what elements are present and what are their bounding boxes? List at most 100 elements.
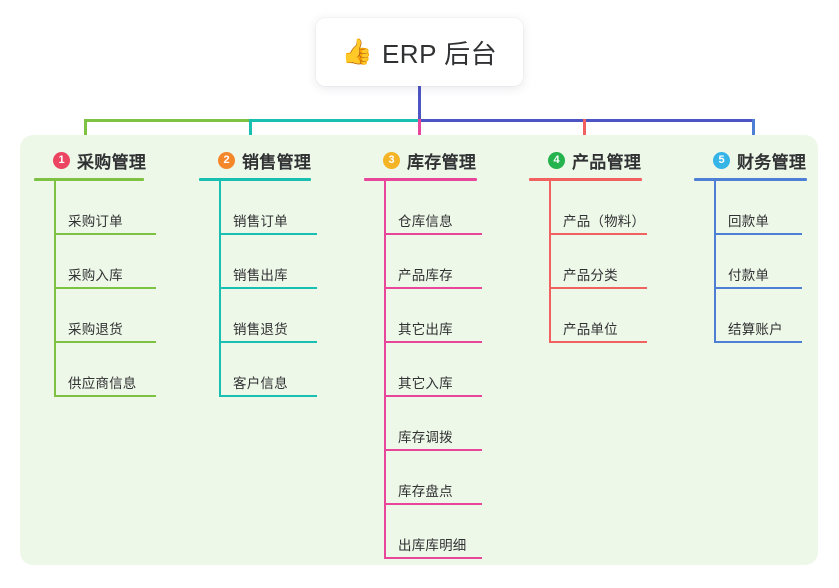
branch-item-list: 采购订单采购入库采购退货供应商信息	[34, 181, 184, 397]
branch-item[interactable]: 供应商信息	[54, 343, 184, 397]
branch-item-rule	[219, 395, 317, 397]
branch-header-rule	[529, 178, 642, 181]
branch-item[interactable]: 产品库存	[384, 235, 514, 289]
branch-item-label: 付款单	[728, 268, 770, 283]
thumbs-up-icon: 👍	[341, 37, 373, 66]
branch-item-label: 销售退货	[233, 322, 288, 337]
branch-item-rule	[54, 287, 156, 289]
branch-item[interactable]: 产品分类	[549, 235, 679, 289]
branch-item-label: 销售出库	[233, 268, 288, 283]
branch-item-label: 其它出库	[398, 322, 453, 337]
branch-item-label: 回款单	[728, 214, 770, 229]
branch-trunk-line	[219, 181, 221, 397]
branch-item-label: 产品分类	[563, 268, 618, 283]
branch-item-rule	[549, 287, 647, 289]
branch-title: 产品管理	[572, 152, 642, 172]
branch-item-rule	[384, 503, 482, 505]
branch-item-rule	[384, 341, 482, 343]
branch-item[interactable]: 付款单	[714, 235, 824, 289]
branch-item[interactable]: 采购入库	[54, 235, 184, 289]
branch-number-badge: 4	[548, 151, 565, 169]
branch-item-label: 产品单位	[563, 322, 618, 337]
branch-item-label: 库存盘点	[398, 484, 453, 499]
branch-item-list: 产品（物料） 产品分类产品单位	[529, 181, 679, 343]
branch-item[interactable]: 结算账户	[714, 289, 824, 343]
branch-item-list: 回款单付款单结算账户	[694, 181, 824, 343]
branch-item[interactable]: 销售出库	[219, 235, 349, 289]
branch-item-rule	[384, 395, 482, 397]
branch-header-5[interactable]: 5 财务管理	[694, 147, 824, 173]
branch-item[interactable]: 回款单	[714, 181, 824, 235]
branch-item-rule	[384, 557, 482, 559]
branch-item[interactable]: 产品单位	[549, 289, 679, 343]
branch-item-label: 供应商信息	[68, 376, 137, 391]
branch-column-1: 1 采购管理采购订单采购入库采购退货供应商信息	[34, 147, 184, 397]
branch-item-list: 销售订单销售出库销售退货客户信息	[199, 181, 349, 397]
branch-item-label: 产品（物料）	[563, 214, 646, 229]
branch-item[interactable]: 采购退货	[54, 289, 184, 343]
branch-item-rule	[549, 341, 647, 343]
branch-number-badge: 5	[713, 151, 730, 169]
branch-number-badge: 2	[218, 151, 235, 169]
branch-item-rule	[714, 341, 802, 343]
branch-item[interactable]: 客户信息	[219, 343, 349, 397]
branch-item-rule	[549, 233, 647, 235]
diagram-panel	[20, 135, 818, 565]
branch-item[interactable]: 产品（物料）	[549, 181, 679, 235]
branch-item-label: 其它入库	[398, 376, 453, 391]
branch-header-rule	[199, 178, 311, 181]
branch-item-rule	[219, 233, 317, 235]
branch-item-label: 出库库明细	[398, 538, 467, 553]
branch-item[interactable]: 其它入库	[384, 343, 514, 397]
branch-item[interactable]: 销售退货	[219, 289, 349, 343]
branch-item-label: 销售订单	[233, 214, 288, 229]
branch-item-label: 库存调拨	[398, 430, 453, 445]
branch-item-rule	[219, 287, 317, 289]
branch-trunk-line	[714, 181, 716, 343]
branch-item-rule	[714, 233, 802, 235]
branch-number-badge: 3	[383, 151, 400, 169]
branch-header-rule	[694, 178, 807, 181]
branch-column-3: 3 库存管理仓库信息产品库存其它出库其它入库库存调拨库存盘点出库库明细	[364, 147, 514, 559]
branch-title: 库存管理	[407, 152, 477, 172]
branch-trunk-line	[54, 181, 56, 397]
branch-header-rule	[34, 178, 144, 181]
branch-column-4: 4 产品管理产品（物料） 产品分类产品单位	[529, 147, 679, 343]
branch-trunk-line	[549, 181, 551, 343]
branch-item[interactable]: 库存调拨	[384, 397, 514, 451]
branch-item-rule	[219, 341, 317, 343]
branch-title: 销售管理	[242, 152, 312, 172]
branch-item-rule	[54, 395, 156, 397]
branch-column-5: 5 财务管理回款单付款单结算账户	[694, 147, 824, 343]
root-node[interactable]: 👍 ERP 后台	[316, 18, 523, 86]
branch-item-label: 客户信息	[233, 376, 288, 391]
branch-item-rule	[54, 233, 156, 235]
branch-item-rule	[384, 233, 482, 235]
branch-header-3[interactable]: 3 库存管理	[364, 147, 514, 173]
branch-item-rule	[714, 287, 802, 289]
branch-item-label: 仓库信息	[398, 214, 453, 229]
branch-item-rule	[384, 287, 482, 289]
branch-item[interactable]: 采购订单	[54, 181, 184, 235]
branch-item[interactable]: 销售订单	[219, 181, 349, 235]
branch-item-label: 采购退货	[68, 322, 123, 337]
branch-number-badge: 1	[53, 151, 70, 169]
branch-header-1[interactable]: 1 采购管理	[34, 147, 184, 173]
branch-item[interactable]: 其它出库	[384, 289, 514, 343]
branch-item-label: 采购订单	[68, 214, 123, 229]
branch-title: 采购管理	[77, 152, 147, 172]
branch-item-rule	[384, 449, 482, 451]
branch-item-list: 仓库信息产品库存其它出库其它入库库存调拨库存盘点出库库明细	[364, 181, 514, 559]
branch-column-2: 2 销售管理销售订单销售出库销售退货客户信息	[199, 147, 349, 397]
branch-item-label: 结算账户	[728, 322, 783, 337]
branch-header-4[interactable]: 4 产品管理	[529, 147, 679, 173]
branch-header-2[interactable]: 2 销售管理	[199, 147, 349, 173]
branch-header-rule	[364, 178, 477, 181]
branch-title: 财务管理	[737, 152, 807, 172]
branch-item[interactable]: 仓库信息	[384, 181, 514, 235]
branch-item-label: 产品库存	[398, 268, 453, 283]
branch-item[interactable]: 库存盘点	[384, 451, 514, 505]
branch-item-label: 采购入库	[68, 268, 123, 283]
branch-item[interactable]: 出库库明细	[384, 505, 514, 559]
